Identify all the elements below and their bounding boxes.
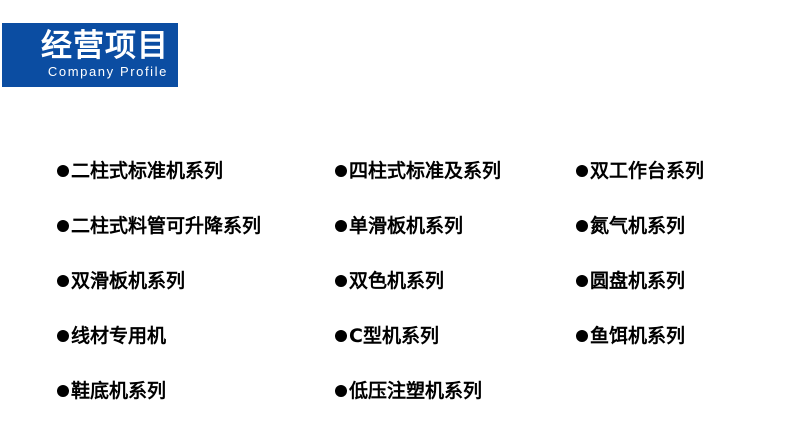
bullet-dot-icon [335,330,347,342]
page-subtitle-en: Company Profile [47,64,168,79]
bullet-dot-icon [335,385,347,397]
list-item[interactable]: 双色机系列 [335,268,565,323]
list-item-label: C型机系列 [349,325,439,347]
page-title-cn: 经营项目 [41,28,169,64]
bullet-dot-icon [335,220,347,232]
bullet-dot-icon [57,385,69,397]
list-item-label: 鞋底机系列 [71,380,167,402]
product-column-3: 双工作台系列 氮气机系列 圆盘机系列 鱼饵机系列 [576,158,791,378]
bullet-dot-icon [57,165,69,177]
bullet-dot-icon [57,330,69,342]
list-item-label: 氮气机系列 [590,215,686,237]
list-item-label: 双工作台系列 [590,160,705,182]
product-column-2: 四柱式标准及系列 单滑板机系列 双色机系列 C型机系列 低压注塑机系列 [335,158,565,433]
list-item-label: 双滑板机系列 [71,270,186,292]
list-item-label: 鱼饵机系列 [590,325,686,347]
list-item[interactable]: 单滑板机系列 [335,213,565,268]
bullet-dot-icon [335,275,347,287]
bullet-dot-icon [576,165,588,177]
list-item-label: 双色机系列 [349,270,445,292]
list-item[interactable]: 鱼饵机系列 [576,323,791,378]
list-item-label: 圆盘机系列 [590,270,686,292]
bullet-dot-icon [576,330,588,342]
list-item[interactable]: 双工作台系列 [576,158,791,213]
list-item[interactable]: 低压注塑机系列 [335,378,565,433]
list-item-label: 单滑板机系列 [349,215,464,237]
list-item[interactable]: 双滑板机系列 [57,268,327,323]
bullet-dot-icon [576,275,588,287]
bullet-dot-icon [576,220,588,232]
list-item-label: 低压注塑机系列 [349,380,483,402]
list-item[interactable]: 二柱式标准机系列 [57,158,327,213]
list-item-label: 线材专用机 [71,325,167,347]
list-item[interactable]: 线材专用机 [57,323,327,378]
product-column-1: 二柱式标准机系列 二柱式料管可升降系列 双滑板机系列 线材专用机 鞋底机系列 [57,158,327,433]
list-item[interactable]: C型机系列 [335,323,565,378]
bullet-dot-icon [57,275,69,287]
list-item[interactable]: 鞋底机系列 [57,378,327,433]
bullet-dot-icon [335,165,347,177]
list-item[interactable]: 四柱式标准及系列 [335,158,565,213]
list-item-label: 二柱式料管可升降系列 [71,215,262,237]
list-item-label: 四柱式标准及系列 [349,160,502,182]
list-item[interactable]: 二柱式料管可升降系列 [57,213,327,268]
list-item[interactable]: 圆盘机系列 [576,268,791,323]
list-item-label: 二柱式标准机系列 [71,160,224,182]
list-item[interactable]: 氮气机系列 [576,213,791,268]
bullet-dot-icon [57,220,69,232]
section-header-badge: 经营项目 Company Profile [2,23,178,87]
